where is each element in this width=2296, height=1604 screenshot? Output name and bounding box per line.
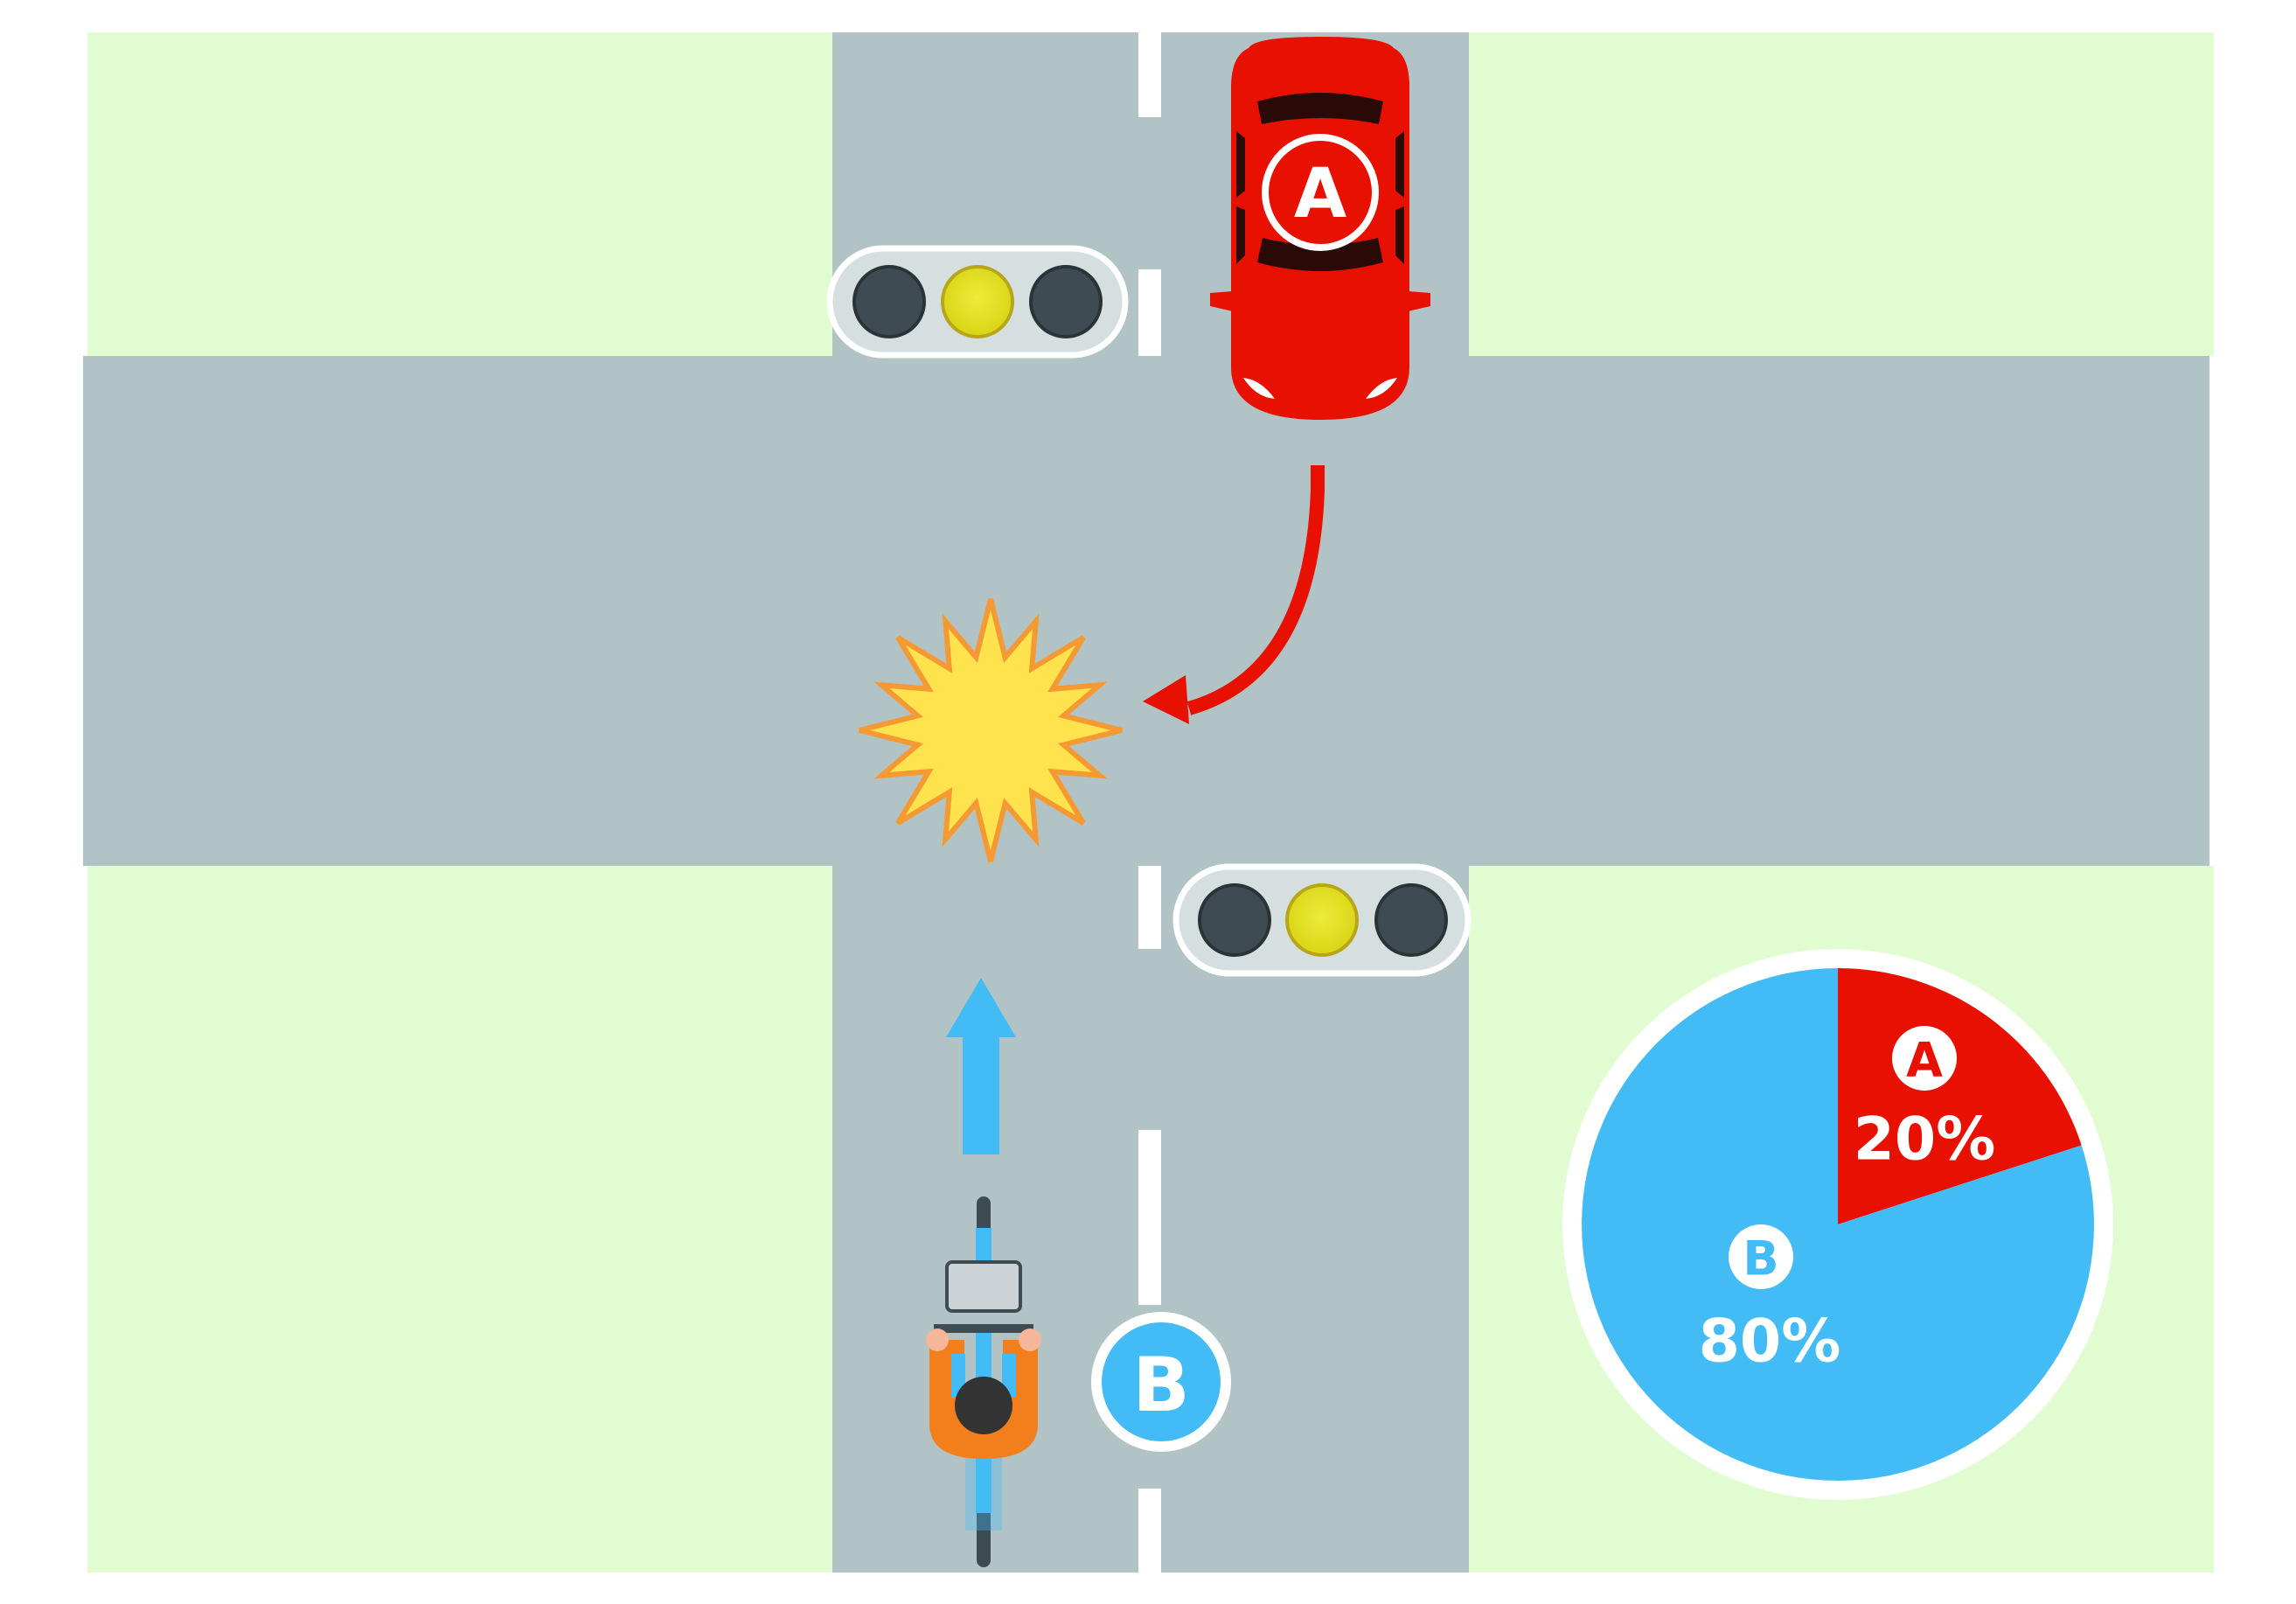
car-side-window	[1395, 131, 1404, 198]
rider-head	[955, 1377, 1012, 1434]
pie-label-b-badge	[1729, 1224, 1793, 1289]
car-mirror-left	[1210, 291, 1233, 311]
signal-off-lamp	[852, 265, 926, 338]
pie-slice-a	[1838, 968, 2082, 1224]
rider-hand	[926, 1329, 949, 1351]
car-label: A	[1294, 155, 1346, 234]
car-label-badge	[1262, 134, 1379, 251]
turn-arrow-head	[1143, 675, 1189, 724]
car-windshield	[1257, 238, 1383, 271]
traffic-light-south	[1172, 863, 1472, 977]
traffic-light-north	[826, 245, 1129, 359]
bicycle-label-badge: B	[1091, 1312, 1231, 1452]
grass-top-left	[87, 32, 832, 356]
car-side-window	[1236, 206, 1245, 264]
signal-off-lamp	[1029, 265, 1103, 338]
turn-arrow-icon	[1143, 465, 1325, 724]
car-side-window	[1395, 206, 1404, 264]
car-body	[1231, 37, 1409, 420]
straight-arrow-head	[946, 978, 1016, 1037]
bicycle-rider-icon	[926, 1196, 1041, 1567]
lane-dash	[1138, 32, 1161, 117]
rider-hand	[1019, 1329, 1041, 1351]
collision-burst-shape	[859, 598, 1123, 862]
bicycle-label-circle	[1091, 1312, 1231, 1452]
lane-dash	[1138, 1130, 1161, 1305]
pie-label-a: A 20%	[1854, 1026, 1996, 1175]
pie-label-a-letter: A	[1906, 1033, 1943, 1088]
pie-label-b-value: 80%	[1699, 1308, 1841, 1377]
lane-dash	[1138, 1489, 1161, 1573]
car-headlight-right	[1366, 378, 1397, 399]
pie-label-b-letter: B	[1743, 1231, 1778, 1287]
car-mirror-right	[1408, 291, 1430, 311]
lane-dash	[1138, 866, 1161, 949]
straight-arrow-icon	[946, 978, 1016, 1154]
pie-label-a-badge	[1892, 1026, 1957, 1091]
bicycle-basket	[945, 1260, 1022, 1313]
car-rear-window	[1257, 93, 1383, 124]
bicycle-label: B	[1132, 1342, 1190, 1429]
signal-off-lamp	[1198, 883, 1271, 957]
straight-arrow-shaft	[963, 1037, 999, 1154]
grass-bottom-left	[87, 866, 832, 1573]
bicycle-handlebar	[934, 1324, 1033, 1333]
turn-arrow-path	[1186, 465, 1325, 715]
car-icon: A	[1210, 37, 1430, 420]
pie-label-b: B 80%	[1699, 1224, 1841, 1377]
signal-yellow-lamp	[941, 265, 1014, 338]
pie-label-a-value: 20%	[1854, 1105, 1996, 1175]
fault-ratio-pie-chart: A 20% B 80%	[1562, 949, 2113, 1500]
lane-dash	[1138, 269, 1161, 356]
lane-markings	[1138, 32, 1161, 1573]
pie-slice-b	[1582, 968, 2095, 1482]
signal-off-lamp	[1374, 883, 1448, 957]
signal-yellow-lamp	[1285, 883, 1359, 957]
car-side-window	[1236, 131, 1245, 198]
car-headlight-left	[1243, 378, 1275, 399]
collision-burst-icon	[859, 598, 1123, 862]
grass-top-right	[1469, 32, 2214, 356]
